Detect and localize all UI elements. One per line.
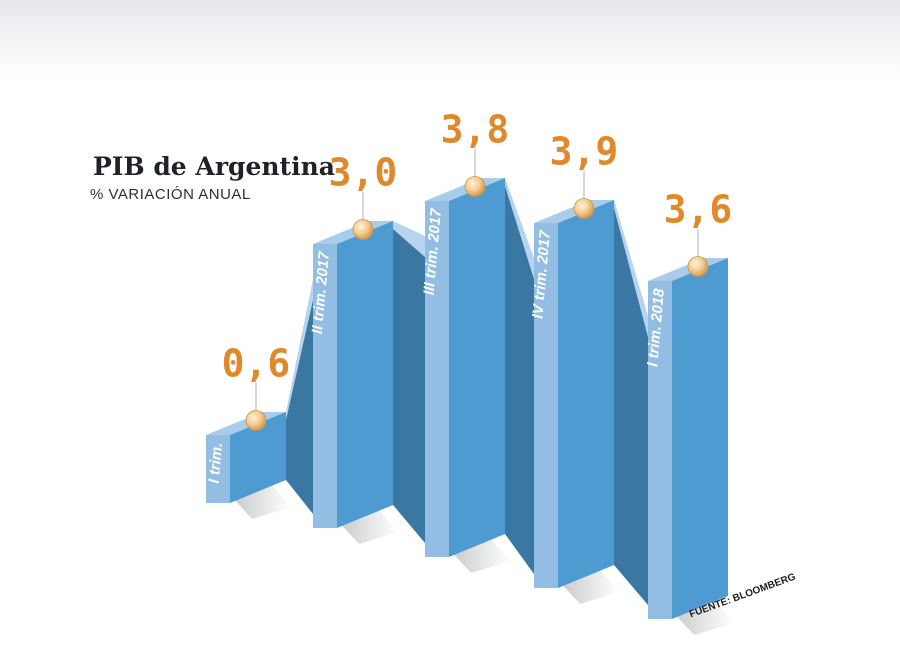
- bar-front: [648, 281, 672, 619]
- category-label: I trim. 2018: [644, 287, 668, 367]
- bar-side: [230, 412, 286, 503]
- value-label: 3,0: [329, 151, 398, 195]
- bar: [534, 200, 614, 588]
- value-label: 0,6: [222, 342, 291, 386]
- value-label: 3,6: [664, 188, 733, 232]
- bar: [206, 412, 286, 503]
- bar: [425, 178, 505, 557]
- bar-connector: [286, 300, 313, 514]
- value-dot: [245, 410, 267, 431]
- bar-front: [425, 201, 449, 557]
- bar-connector: [505, 186, 534, 574]
- bar-connector-top: [393, 221, 425, 257]
- value-dot: [352, 219, 374, 240]
- bar-side: [337, 221, 393, 528]
- value-dot: [687, 256, 709, 277]
- bar: [648, 258, 728, 619]
- bar-side: [449, 178, 505, 557]
- value-dot: [464, 176, 486, 197]
- bar-connector: [614, 208, 648, 605]
- bar-side: [558, 200, 614, 588]
- bar-connector-top: [614, 200, 648, 337]
- bar: [313, 221, 393, 528]
- chart-subtitle: % VARIACIÓN ANUAL: [90, 186, 251, 203]
- value-dot: [573, 198, 595, 219]
- bar-connector: [393, 229, 425, 543]
- value-label: 3,8: [441, 108, 510, 152]
- chart-title: PIB de Argentina: [93, 152, 335, 181]
- bar-connector-top: [505, 178, 534, 279]
- category-label: I trim.: [205, 442, 225, 484]
- bar-front: [534, 223, 558, 588]
- bar-connector-top: [286, 279, 313, 420]
- bar-side: [672, 258, 728, 619]
- value-label: 3,9: [550, 130, 619, 174]
- bar-front: [206, 435, 230, 503]
- bar-front: [313, 244, 337, 528]
